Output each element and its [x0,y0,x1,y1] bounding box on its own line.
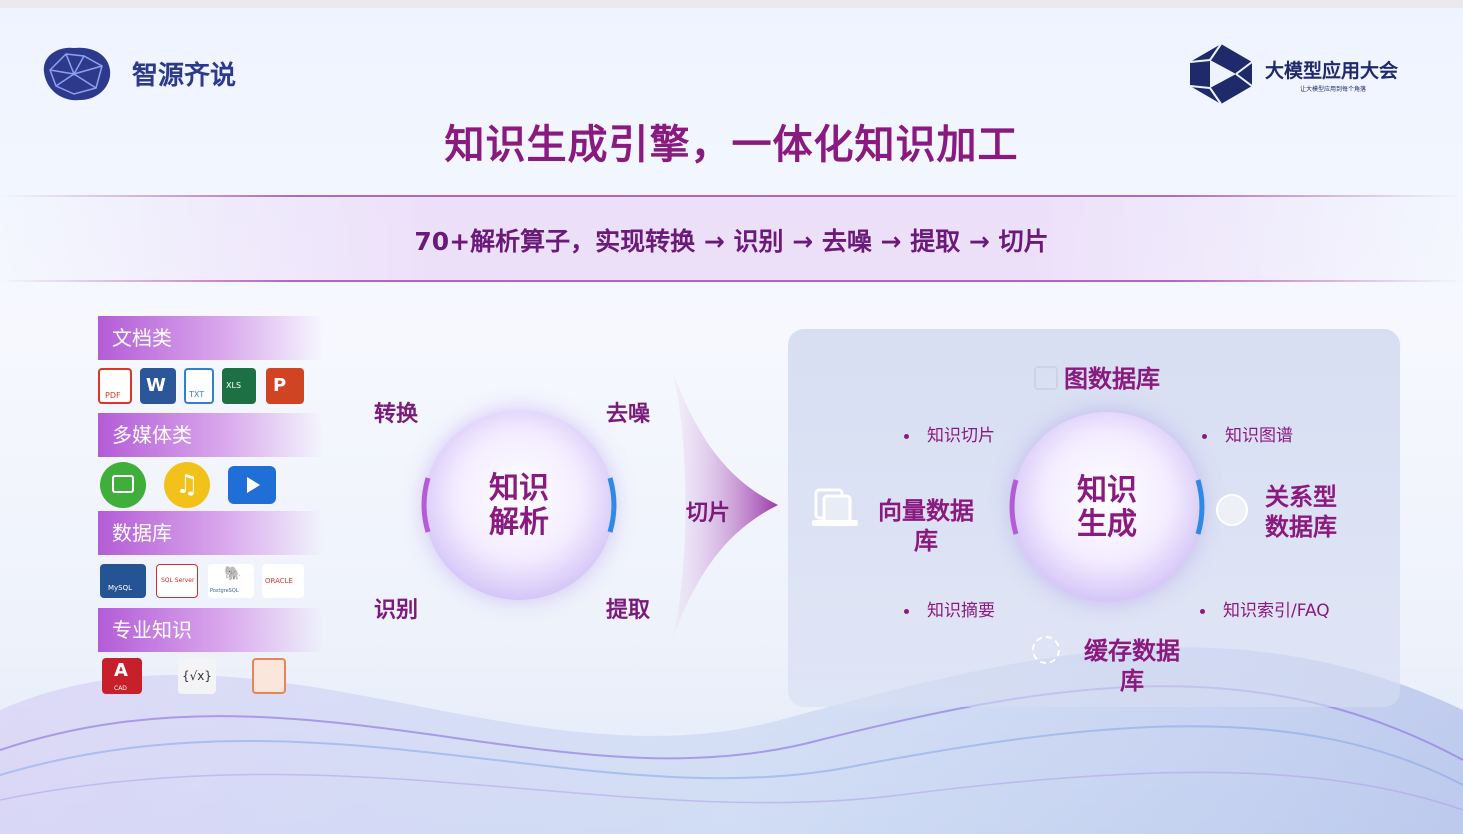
vector-db-label: 向量数据库 [878,497,974,555]
graph-db-label: 图数据库 [1064,365,1160,393]
vector-db-icon [812,488,858,526]
slice-label: 切片 [686,501,731,526]
top-strip [0,0,1463,8]
category-database: 数据库 [98,511,323,555]
parse-ring [421,477,617,533]
document-icons: PDF W TXT XLS P [98,366,318,406]
multimedia-icons: ♫ [98,460,318,508]
slice-arrow-icon [672,370,778,640]
xls-icon: XLS [222,368,256,404]
conference-subtitle: 让大模型应用到每个角落 [1300,86,1367,93]
cache-db-icon [1032,636,1060,664]
conference-logo-icon [1189,43,1253,105]
op-denoise: 去噪 [606,402,651,427]
pdf-icon: PDF [98,368,132,404]
parse-circle [424,410,614,600]
postgresql-icon: PostgreSQL🐘 [208,564,254,598]
bullet-knowledge-graph: 知识图谱 [1202,421,1293,446]
oracle-icon: ORACLE [262,564,304,598]
op-convert: 转换 [374,402,419,427]
conference-title: 大模型应用大会 [1265,60,1399,82]
word-icon: W [140,368,176,404]
formula-icon: {√x} [178,658,216,694]
bullet-knowledge-slice: 知识切片 [904,421,995,446]
clipboard-icon [252,658,286,694]
sqlserver-icon: SQL Server [156,564,198,598]
divider-bottom [0,280,1463,282]
mysql-icon: MySQL [100,564,146,598]
page-subtitle: 70+解析算子，实现转换 → 识别 → 去噪 → 提取 → 切片 [414,227,1049,256]
txt-icon: TXT [184,368,214,404]
op-extract: 提取 [606,598,651,623]
category-documents: 文档类 [98,316,323,360]
graph-db-icon [1034,366,1058,390]
image-icon [100,462,146,508]
bullet-knowledge-summary: 知识摘要 [904,596,995,621]
brand-name: 智源齐说 [132,61,237,91]
video-icon [228,466,276,504]
relational-db-label: 关系型数据库 [1265,483,1337,541]
op-recognize: 识别 [374,598,419,623]
category-professional: 专业知识 [98,608,323,652]
category-multimedia: 多媒体类 [98,413,323,457]
parse-center-label: 知识解析 [489,471,549,540]
relational-db-icon [1216,494,1248,526]
generate-center-label: 知识生成 [1077,473,1137,542]
brain-logo-icon [43,47,111,101]
divider-top [0,195,1463,197]
page-title: 知识生成引擎，一体化知识加工 [444,122,1019,168]
cache-db-label: 缓存数据库 [1084,637,1180,695]
subtitle-band [0,197,1463,281]
bullet-knowledge-index: 知识索引/FAQ [1200,596,1330,621]
generate-circle [1012,412,1202,602]
database-icons: MySQL SQL Server PostgreSQL🐘 ORACLE [98,562,318,602]
generate-ring [1009,479,1205,535]
ppt-icon: P [266,368,304,404]
music-icon: ♫ [164,462,210,508]
